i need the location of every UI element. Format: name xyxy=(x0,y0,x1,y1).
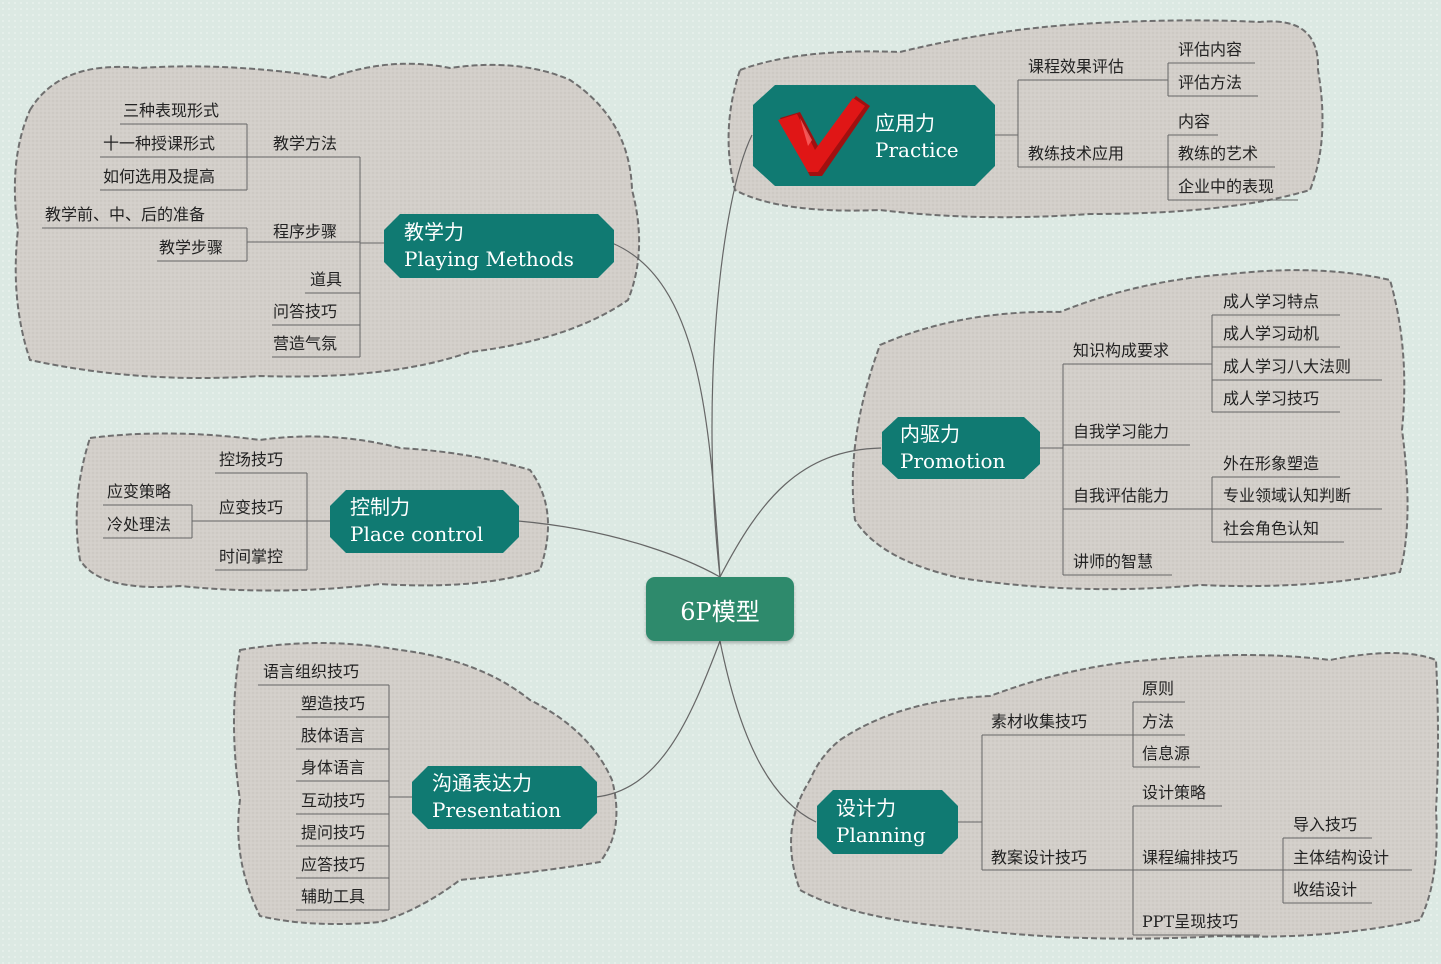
topic-item[interactable]: 语言组织技巧 xyxy=(263,662,360,681)
subtopic[interactable]: 十一种授课形式 xyxy=(103,134,216,153)
subtopic[interactable]: 评估方法 xyxy=(1178,73,1243,92)
topic-item[interactable]: 提问技巧 xyxy=(301,823,366,842)
subtopic[interactable]: 专业领域认知判断 xyxy=(1223,486,1352,505)
node-presentation-shape xyxy=(412,766,597,829)
topic-material[interactable]: 素材收集技巧 xyxy=(991,712,1088,731)
subtopic[interactable]: 三种表现形式 xyxy=(123,101,220,120)
subtopic[interactable]: 成人学习动机 xyxy=(1223,324,1320,343)
topic-teaching-methods[interactable]: 教学方法 xyxy=(273,134,338,153)
subtopic[interactable]: 评估内容 xyxy=(1178,40,1243,59)
subtopic[interactable]: 应变策略 xyxy=(107,482,172,501)
topic-adapt[interactable]: 应变技巧 xyxy=(219,498,284,517)
topic-self-eval[interactable]: 自我评估能力 xyxy=(1073,486,1170,505)
node-control-cn: 控制力 xyxy=(350,495,410,519)
subtopic[interactable]: 信息源 xyxy=(1142,744,1191,763)
node-practice[interactable]: 应用力 Practice xyxy=(875,110,959,164)
node-playing-cn: 教学力 xyxy=(404,220,464,244)
node-presentation-cn: 沟通表达力 xyxy=(432,771,532,795)
subtopic[interactable]: 外在形象塑造 xyxy=(1223,454,1320,473)
subtopic[interactable]: 成人学习特点 xyxy=(1223,292,1320,311)
subtopic[interactable]: 成人学习技巧 xyxy=(1223,389,1320,408)
node-promotion-shape xyxy=(882,417,1040,479)
subtopic[interactable]: PPT呈现技巧 xyxy=(1142,912,1239,931)
node-presentation[interactable]: 沟通表达力 Presentation xyxy=(432,770,561,824)
checkmark-icon xyxy=(778,96,870,176)
topic-eval[interactable]: 课程效果评估 xyxy=(1028,57,1125,76)
subtopic[interactable]: 设计策略 xyxy=(1142,783,1207,802)
node-promotion[interactable]: 内驱力 Promotion xyxy=(900,421,1005,475)
topic-item[interactable]: 塑造技巧 xyxy=(301,694,366,713)
node-planning[interactable]: 设计力 Planning xyxy=(836,795,926,849)
subtopic[interactable]: 原则 xyxy=(1142,679,1175,698)
subtopic[interactable]: 收结设计 xyxy=(1293,880,1358,899)
subtopic[interactable]: 成人学习八大法则 xyxy=(1223,357,1352,376)
center-label: 6P模型 xyxy=(680,597,760,626)
topic-item[interactable]: 身体语言 xyxy=(301,758,366,777)
subtopic[interactable]: 教练的艺术 xyxy=(1178,144,1259,163)
center-node[interactable]: 6P模型 xyxy=(646,577,794,641)
node-control[interactable]: 控制力 Place control xyxy=(350,494,483,548)
branch-connectors xyxy=(42,62,1412,936)
topic-atmosphere[interactable]: 营造气氛 xyxy=(273,334,338,353)
subtopic[interactable]: 企业中的表现 xyxy=(1178,177,1275,196)
subtopic[interactable]: 教学步骤 xyxy=(159,238,224,257)
subtopic[interactable]: 教学前、中、后的准备 xyxy=(45,205,206,224)
topic-item[interactable]: 互动技巧 xyxy=(301,791,366,810)
cloud-playing xyxy=(13,62,641,379)
subtopic[interactable]: 主体结构设计 xyxy=(1293,848,1390,867)
subtopic[interactable]: 导入技巧 xyxy=(1293,815,1358,834)
node-planning-cn: 设计力 xyxy=(836,796,896,820)
topic-item[interactable]: 肢体语言 xyxy=(301,726,366,745)
topic-procedure[interactable]: 程序步骤 xyxy=(273,222,338,241)
subtopic[interactable]: 内容 xyxy=(1178,112,1211,131)
topic-self-learning[interactable]: 自我学习能力 xyxy=(1073,422,1170,441)
topic-knowledge[interactable]: 知识构成要求 xyxy=(1073,341,1170,360)
topic-item[interactable]: 应答技巧 xyxy=(301,855,366,874)
subtopic[interactable]: 冷处理法 xyxy=(107,515,172,534)
node-playing[interactable]: 教学力 Playing Methods xyxy=(404,219,574,273)
node-planning-shape xyxy=(817,790,958,854)
subtopic[interactable]: 课程编排技巧 xyxy=(1142,848,1239,867)
topic-time[interactable]: 时间掌控 xyxy=(219,547,284,566)
topic-field-control[interactable]: 控场技巧 xyxy=(219,450,284,469)
subtopic[interactable]: 方法 xyxy=(1142,712,1175,731)
node-playing-shape xyxy=(384,214,614,278)
central-connectors xyxy=(517,134,882,823)
topic-item[interactable]: 辅助工具 xyxy=(301,887,366,906)
topic-qa[interactable]: 问答技巧 xyxy=(273,302,338,321)
node-control-shape xyxy=(330,490,519,553)
topic-lesson[interactable]: 教案设计技巧 xyxy=(991,848,1088,867)
node-promotion-en: Promotion xyxy=(900,449,1006,473)
node-control-en: Place control xyxy=(350,522,484,546)
cloud-planning xyxy=(790,652,1439,940)
node-playing-en: Playing Methods xyxy=(404,247,574,271)
node-presentation-en: Presentation xyxy=(432,798,562,822)
node-planning-en: Planning xyxy=(836,823,926,847)
node-promotion-cn: 内驱力 xyxy=(900,422,960,446)
subtopic[interactable]: 社会角色认知 xyxy=(1223,519,1320,538)
topic-coaching[interactable]: 教练技术应用 xyxy=(1028,144,1125,163)
node-practice-cn: 应用力 xyxy=(875,111,935,135)
node-practice-en: Practice xyxy=(875,138,959,162)
subtopic[interactable]: 如何选用及提高 xyxy=(103,167,216,186)
topic-wisdom[interactable]: 讲师的智慧 xyxy=(1073,552,1154,571)
topic-props[interactable]: 道具 xyxy=(310,270,343,289)
